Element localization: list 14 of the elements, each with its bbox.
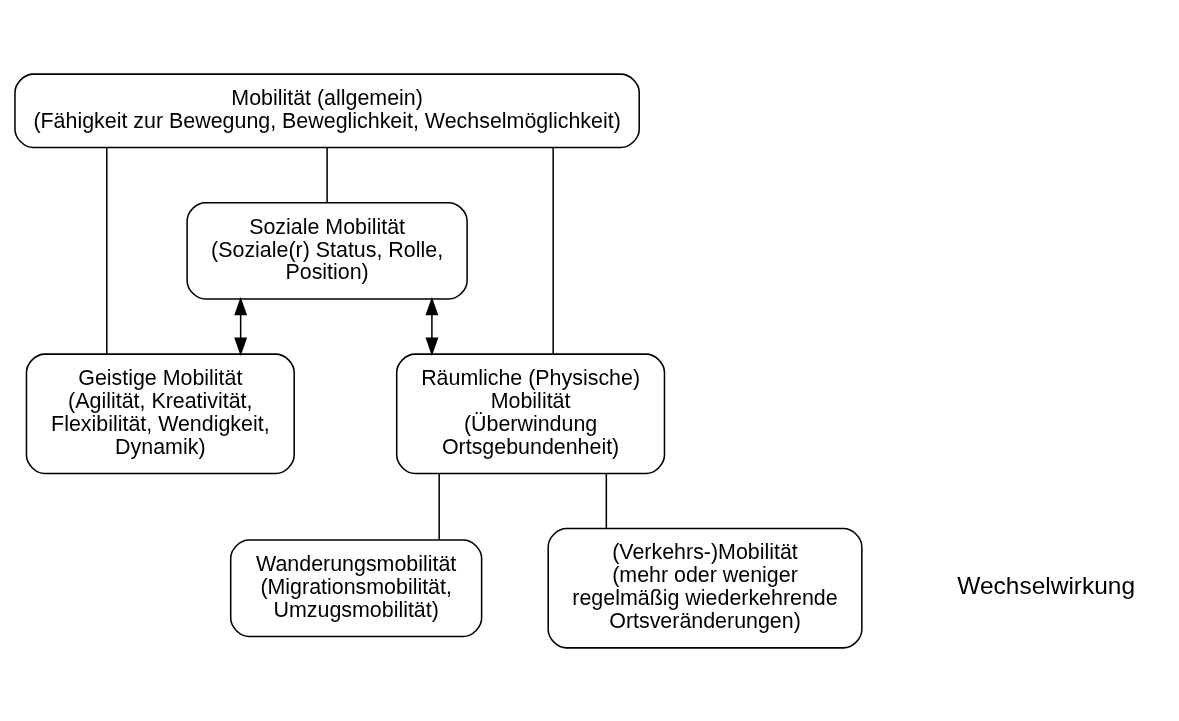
node-box: Wanderungsmobilität (Migrationsmobilität, Umzugsmobilität)	[229, 538, 483, 637]
arrow	[234, 296, 248, 356]
connector	[552, 146, 554, 355]
node-box: Räumliche (Physische) Mobilität (Überwindung Ortsgebundenheit)	[395, 352, 666, 474]
node-box: Geistige Mobilität (Agilität, Kreativität, Flexibilität, Wendigkeit, Dynamik)	[25, 352, 295, 474]
connector	[438, 472, 440, 540]
connector	[106, 146, 108, 355]
arrow	[425, 296, 439, 356]
legend-label: Wechselwirkung	[957, 571, 1136, 599]
node-box: Mobilität (allgemein) (Fähigkeit zur Bewegung, Beweglichkeit, Wechselmöglichkeit)	[14, 72, 640, 148]
node-box: (Verkehrs-)Mobilität (mehr oder weniger regelmäßig wiederkehrende Ortsveränderungen)	[547, 527, 863, 649]
node-box: Soziale Mobilität (Soziale(r) Status, Rolle, Position)	[186, 201, 468, 300]
connector	[605, 472, 608, 529]
connector	[326, 146, 328, 203]
